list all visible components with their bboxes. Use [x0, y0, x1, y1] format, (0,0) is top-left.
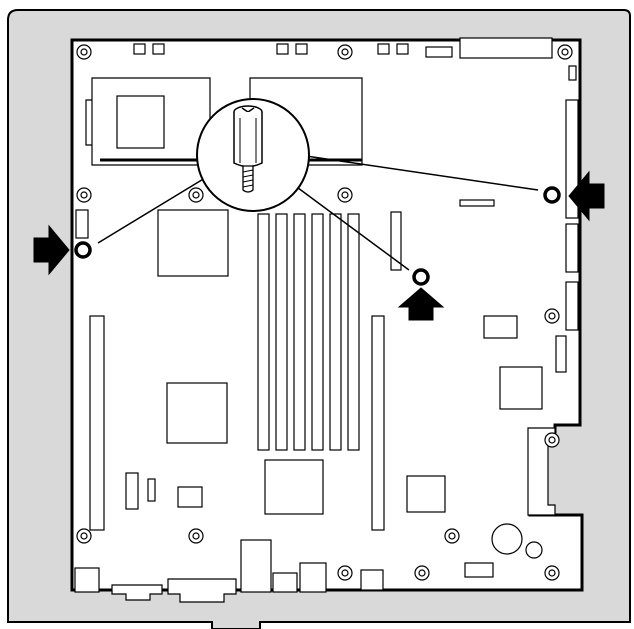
- leader-lines: [97, 155, 539, 271]
- ring-icon: [414, 565, 430, 581]
- new-standoff-center-icon: [412, 268, 430, 286]
- rear-io-connectors: [74, 539, 327, 603]
- ring-icon: [76, 44, 92, 60]
- new-standoff-right-icon: [543, 186, 561, 204]
- arrow-left-icon: [568, 170, 605, 222]
- ring-icon: [444, 528, 460, 544]
- ring-icon: [544, 432, 560, 448]
- ring-icon: [544, 565, 560, 581]
- dimm-slot: [275, 213, 288, 451]
- memory-slots: [257, 213, 360, 451]
- ring-icon: [337, 565, 353, 581]
- dimm-slot: [293, 213, 306, 451]
- dimm-slot: [311, 213, 324, 451]
- ring-icon: [76, 187, 92, 203]
- top-headers: [133, 37, 577, 81]
- arrow-up-icon: [397, 287, 445, 321]
- ring-icon: [544, 308, 560, 324]
- new-standoff-left-icon: [74, 241, 92, 259]
- standoff-magnified-icon: [196, 98, 310, 212]
- arrow-right-icon: [33, 224, 70, 276]
- ring-icon: [557, 44, 573, 60]
- pointer-arrows: [33, 170, 605, 321]
- ring-icon: [188, 528, 204, 544]
- new-standoffs: [74, 186, 561, 286]
- motherboard-outline: [70, 38, 584, 592]
- ring-icon: [337, 187, 353, 203]
- existing-standoffs: [76, 44, 573, 581]
- expansion-slots: [89, 315, 385, 531]
- chips: [75, 199, 567, 591]
- ring-icon: [76, 528, 92, 544]
- ring-icon: [188, 187, 204, 203]
- dimm-slot: [329, 213, 342, 451]
- dimm-slot: [257, 213, 270, 451]
- dimm-slot: [347, 213, 360, 451]
- battery: [491, 523, 543, 559]
- ring-icon: [337, 44, 353, 60]
